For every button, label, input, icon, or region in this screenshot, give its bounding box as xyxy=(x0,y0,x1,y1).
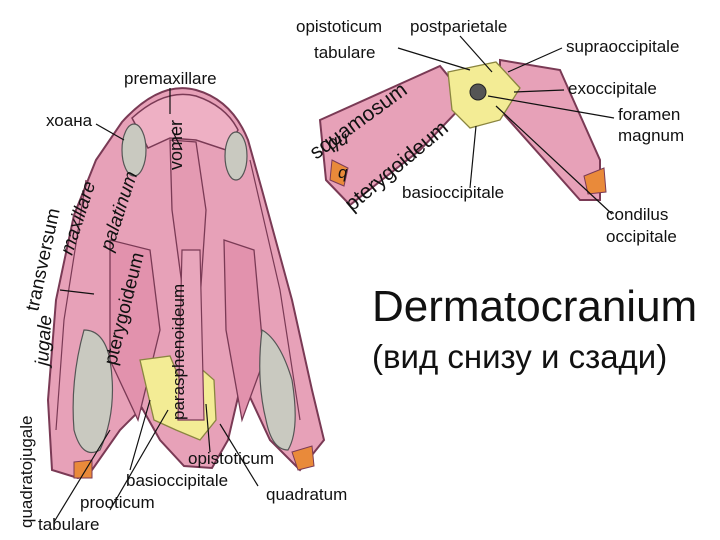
label-choana: хоана xyxy=(46,111,93,130)
label-quadratum-ventral: quadratum xyxy=(266,485,347,504)
label-premaxillare: premaxillare xyxy=(124,69,217,88)
label-basioccipitale-posterior: basioccipitale xyxy=(402,183,504,202)
posterior-condyle-right xyxy=(583,167,607,195)
posterior-skull xyxy=(318,58,607,207)
quadratum-condyle-left xyxy=(73,459,93,479)
choana-left xyxy=(121,123,147,177)
posterior-condyle-left xyxy=(329,159,349,187)
label-tabulare-posterior: tabulare xyxy=(314,43,375,62)
label-exoccipitale: exoccipitale xyxy=(568,79,657,98)
fenestra-right xyxy=(259,329,296,451)
fenestra-left xyxy=(72,329,114,454)
label-foramen-line1: foramen xyxy=(618,105,680,124)
label-postparietale: postparietale xyxy=(410,17,507,36)
choana-right xyxy=(224,131,248,181)
foramen-magnum xyxy=(469,83,487,101)
label-condilus-line1: condilus xyxy=(606,205,668,224)
maxillare-line-right xyxy=(249,159,301,421)
label-opistoticum-ventral: opistoticum xyxy=(188,449,274,468)
diagram-subheading: (вид снизу и сзади) xyxy=(372,338,668,375)
ventral-skull xyxy=(46,87,326,480)
label-quadratojugale: quadratojugale xyxy=(17,416,36,528)
label-prooticum: prooticum xyxy=(80,493,155,512)
parasphenoideum-bone xyxy=(177,249,205,421)
label-condilus-line2: occipitale xyxy=(606,227,677,246)
label-vomer: vomer xyxy=(166,120,186,170)
label-opistoticum-posterior: opistoticum xyxy=(296,17,382,36)
leader-lines xyxy=(53,35,615,523)
pterygoideum-bone-right xyxy=(223,239,265,423)
quadratum-condyle-right xyxy=(291,445,315,471)
label-foramen-line2: magnum xyxy=(618,126,684,145)
posterior-wing-left xyxy=(318,64,470,207)
label-supraoccipitale: supraoccipitale xyxy=(566,37,679,56)
label-jugale: jugale xyxy=(32,314,57,369)
diagram-heading: Dermatocranium xyxy=(372,282,698,331)
label-quadratum-letter: q xyxy=(338,163,348,182)
label-basioccipitale-ventral: basioccipitale xyxy=(126,471,228,490)
label-tabulare-ventral: tabulare xyxy=(38,515,99,534)
maxillare-line xyxy=(55,179,87,431)
label-parasphenoideum: parasphenoideum xyxy=(169,284,188,420)
